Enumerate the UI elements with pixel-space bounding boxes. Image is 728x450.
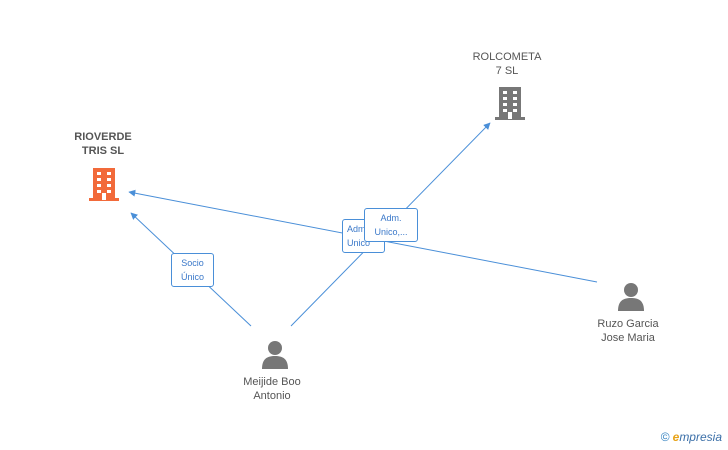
building-icon[interactable] [88,166,120,207]
person-icon[interactable] [261,340,289,375]
ruzo-label[interactable]: Ruzo Garcia Jose Maria [597,318,659,344]
edge-label-adm-rolcometa[interactable]: Adm. Unico,... [364,208,418,242]
person-icon[interactable] [617,282,645,317]
building-icon[interactable] [494,85,526,126]
edge-label-socio[interactable]: Socio Único [171,253,214,287]
meijide-label[interactable]: Meijide Boo Antonio [243,376,301,402]
rolcometa-label[interactable]: ROLCOMETA 7 SL [472,51,542,77]
copyright-symbol: © [660,430,670,444]
rioverde-label[interactable]: RIOVERDE TRIS SL [74,131,132,157]
empresia-logo: ©empresia [660,430,722,444]
